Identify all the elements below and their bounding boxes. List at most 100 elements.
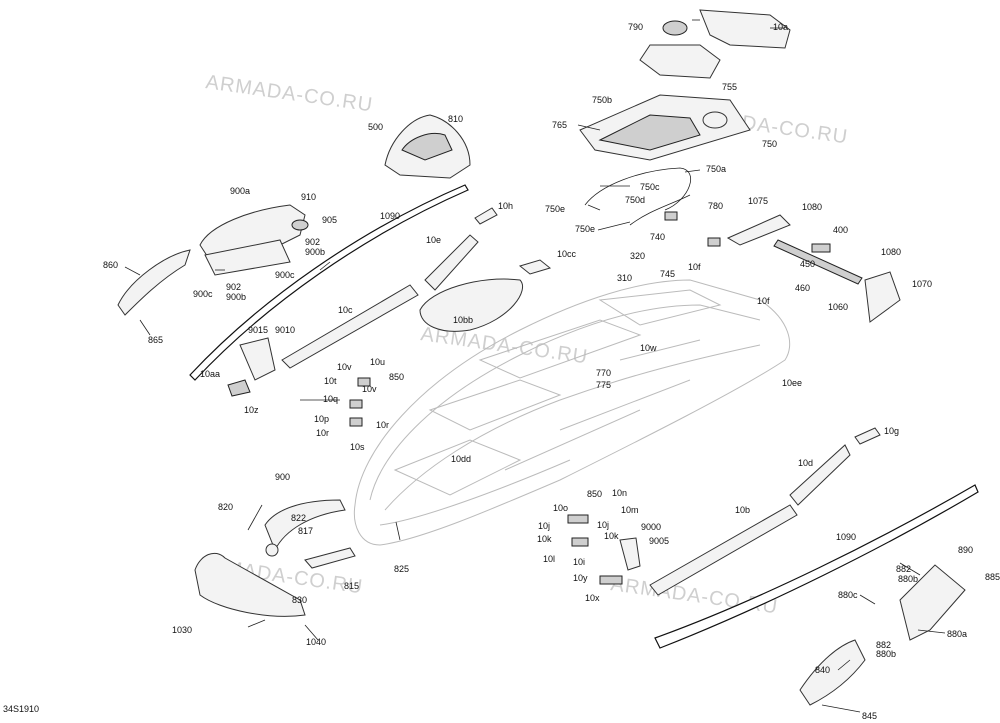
part-label: 10h xyxy=(498,201,513,211)
part-label: 817 xyxy=(298,526,313,536)
part-label: 500 xyxy=(368,122,383,132)
part-label: 750c xyxy=(640,182,660,192)
part-label: 1070 xyxy=(912,279,932,289)
part-label: 1090 xyxy=(836,532,856,542)
front-bumper-1030 xyxy=(194,499,356,617)
part-label: 10s xyxy=(350,442,365,452)
part-label: 10k xyxy=(604,531,619,541)
part-label: 900b xyxy=(226,292,246,302)
part-label: 815 xyxy=(344,581,359,591)
part-label: 1030 xyxy=(172,625,192,635)
part-label: 10u xyxy=(370,357,385,367)
mat-10d xyxy=(789,444,851,506)
part-label: 9005 xyxy=(649,536,669,546)
part-label: 10o xyxy=(553,503,568,513)
part-label: 10bb xyxy=(453,315,473,325)
mat-10g xyxy=(854,427,881,445)
part-label: 10m xyxy=(621,505,639,515)
part-label: 10i xyxy=(573,557,585,567)
part-label: 10dd xyxy=(451,454,471,464)
part-label: 1040 xyxy=(306,637,326,647)
part-label: 902 xyxy=(305,237,320,247)
part-label: 10r xyxy=(316,428,329,438)
part-label: 845 xyxy=(862,711,877,721)
part-label: 10w xyxy=(640,343,657,353)
part-label: 910 xyxy=(301,192,316,202)
part-label: 10e xyxy=(426,235,441,245)
glovebox-900a xyxy=(199,204,309,276)
part-label: 1090 xyxy=(380,211,400,221)
part-label: 9010 xyxy=(275,325,295,335)
rub-strip-1090-right xyxy=(654,484,979,649)
part-400 xyxy=(811,243,831,253)
part-label: 10v xyxy=(337,362,352,372)
part-label: 765 xyxy=(552,120,567,130)
part-label: 775 xyxy=(596,380,611,390)
part-label: 822 xyxy=(291,513,306,523)
part-label: 900c xyxy=(275,270,295,280)
part-label: 830 xyxy=(292,595,307,605)
part-label: 10d xyxy=(798,458,813,468)
part-label: 882 xyxy=(876,640,891,650)
part-label: 10l xyxy=(543,554,555,564)
part-label: 880b xyxy=(876,649,896,659)
part-label: 10n xyxy=(612,488,627,498)
part-label: 750d xyxy=(625,195,645,205)
part-label: 810 xyxy=(448,114,463,124)
part-label: 850 xyxy=(389,372,404,382)
watermark: ARMADA-CO.RU xyxy=(204,71,374,116)
part-label: 400 xyxy=(833,225,848,235)
part-label: 320 xyxy=(630,251,645,261)
part-label: 740 xyxy=(650,232,665,242)
part-label: 9015 xyxy=(248,325,268,335)
part-label: 460 xyxy=(795,283,810,293)
part-label: 900 xyxy=(275,472,290,482)
part-labels: 10a 790 755 750b 765 750 750a 750c 750d … xyxy=(103,22,1000,721)
rear-part-1070 xyxy=(864,271,901,323)
part-label: 10f xyxy=(688,262,701,272)
part-label: 750 xyxy=(762,139,777,149)
rub-strip-1090-left xyxy=(189,184,469,381)
part-label: 10y xyxy=(573,573,588,583)
part-label: 10v xyxy=(362,384,377,394)
grab-bar-1060 xyxy=(773,239,863,285)
part-label: 10k xyxy=(537,534,552,544)
part-label: 10j xyxy=(597,520,609,530)
part-label: 900c xyxy=(193,289,213,299)
part-label: 880a xyxy=(947,629,967,639)
part-label: 750e xyxy=(575,224,595,234)
part-label: 755 xyxy=(722,82,737,92)
part-label: 10c xyxy=(338,305,353,315)
part-label: 885 xyxy=(985,572,1000,582)
part-label: 745 xyxy=(660,269,675,279)
watermark: ARMADA-CO.RU xyxy=(609,573,779,618)
part-label: 902 xyxy=(226,282,241,292)
part-label: 890 xyxy=(958,545,973,555)
part-label: 825 xyxy=(394,564,409,574)
part-label: 10a xyxy=(773,22,788,32)
part-label: 1075 xyxy=(748,196,768,206)
leader-lines xyxy=(124,19,946,713)
part-label: 10t xyxy=(324,376,337,386)
part-label: 10ee xyxy=(782,378,802,388)
mat-10e xyxy=(424,234,479,291)
part-label: 780 xyxy=(708,201,723,211)
part-label: 770 xyxy=(596,368,611,378)
part-label: 310 xyxy=(617,273,632,283)
rear-part-1075 xyxy=(726,214,791,246)
part-label: 10f xyxy=(757,296,770,306)
side-panel-840 xyxy=(799,639,866,706)
part-9010 xyxy=(239,337,276,381)
part-label: 850 xyxy=(587,489,602,499)
part-label: 10q xyxy=(323,394,338,404)
part-label: 10g xyxy=(884,426,899,436)
part-label: 10r xyxy=(376,420,389,430)
side-panel-880a xyxy=(899,564,966,641)
part-label: 880b xyxy=(898,574,918,584)
part-label: 10b xyxy=(735,505,750,515)
part-label: 1080 xyxy=(802,202,822,212)
part-label: 900a xyxy=(230,186,250,196)
part-label: 9000 xyxy=(641,522,661,532)
mat-10cc xyxy=(518,259,552,275)
clips-10q-10s xyxy=(349,377,371,427)
